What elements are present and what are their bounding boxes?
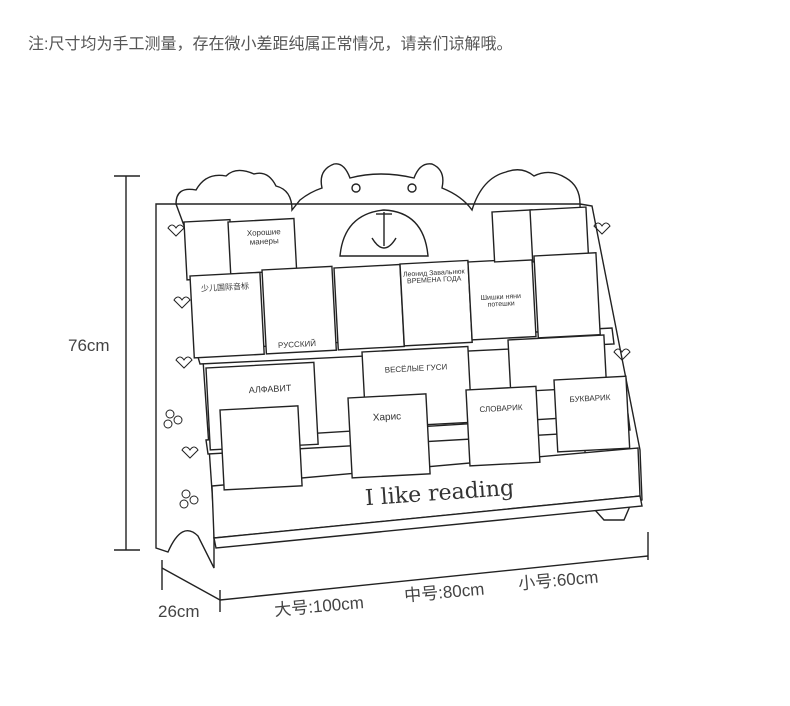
clover-cutouts (163, 409, 199, 509)
bear-eye-left (351, 183, 361, 193)
bear-face-cutout (339, 209, 429, 257)
height-dimension-line (114, 175, 140, 551)
back-panel (175, 163, 581, 212)
depth-label: 26cm (158, 602, 200, 621)
base-board (213, 495, 643, 549)
bear-eye-right (407, 183, 417, 193)
left-side-panel (155, 203, 215, 569)
disclaimer-note: 注:尺寸均为手工测量，存在微小差距纯属正常情况，请亲们谅解哦。 (28, 36, 513, 53)
bear-smile (371, 212, 397, 249)
depth-dimension-line (161, 560, 221, 612)
top-row-books (183, 206, 601, 359)
height-label: 76cm (68, 336, 110, 355)
heart-decorations (167, 222, 631, 459)
bottom-row-books (219, 375, 631, 491)
width-dimension-line (219, 532, 649, 601)
